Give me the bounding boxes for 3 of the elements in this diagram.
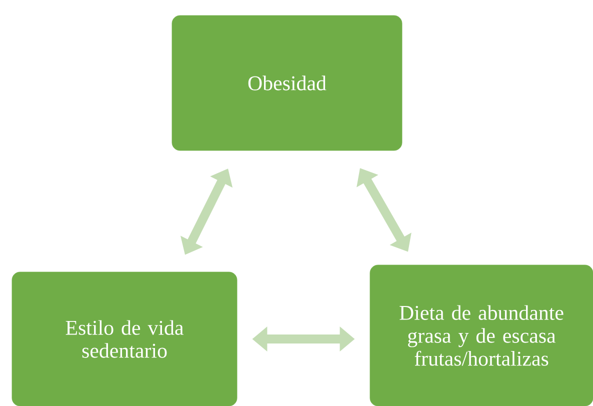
process-box: Estilo de vida sedentario — [12, 272, 238, 406]
process-box: Obesidad — [172, 15, 402, 151]
process-box: Dieta de abundante grasa y de escasa frutas/hortalizas — [370, 264, 593, 406]
